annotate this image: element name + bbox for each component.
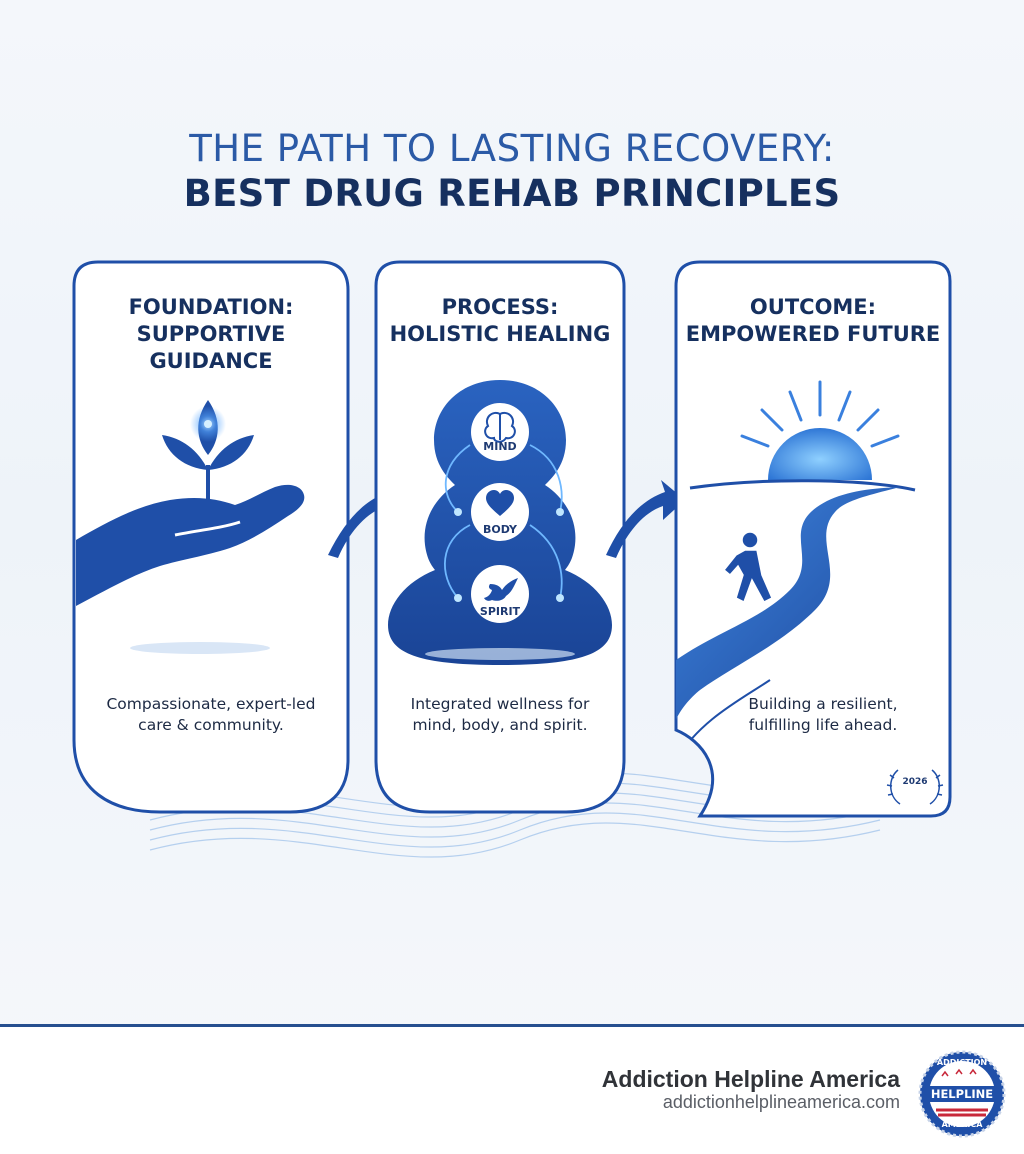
panel-1-heading-line-3: GUIDANCE: [149, 349, 273, 373]
hand-shadow: [130, 642, 270, 654]
hand-icon: [76, 484, 305, 606]
sun-icon: [768, 428, 872, 480]
panel-3-caption: Building a resilient, fulfilling life ah…: [700, 694, 946, 736]
panel-2-caption: Integrated wellness for mind, body, and …: [386, 694, 614, 736]
brand-url[interactable]: addictionhelplineamerica.com: [662, 1092, 900, 1112]
panel-1-heading: FOUNDATION: SUPPORTIVE GUIDANCE: [84, 294, 338, 375]
mind-label: MIND: [483, 440, 517, 453]
arrow-2-icon: [606, 480, 685, 558]
footer: [0, 1027, 1024, 1154]
brain-icon: [484, 412, 516, 443]
helpline-logo-icon: ADDICTION HELPLINE AMERICA: [918, 1050, 1006, 1142]
sprout-icon: [162, 400, 254, 505]
panel-3-heading-line-2: EMPOWERED FUTURE: [685, 322, 941, 346]
award-badge-year: 2026: [902, 777, 928, 787]
heart-icon: [486, 490, 514, 516]
panel-3-heading: OUTCOME: EMPOWERED FUTURE: [680, 294, 946, 348]
panel-2-heading: PROCESS: HOLISTIC HEALING: [386, 294, 614, 348]
walking-person-icon: [722, 531, 773, 604]
title-line-2: BEST DRUG REHAB PRINCIPLES: [183, 172, 841, 215]
spirit-label: SPIRIT: [479, 605, 521, 618]
horizon-line: [689, 479, 916, 492]
panel-3-caption-line-1: Building a resilient,: [748, 695, 898, 713]
panel-2-caption-line-2: mind, body, and spirit.: [412, 716, 588, 734]
panel-2-heading-line-1: PROCESS:: [441, 295, 559, 319]
stack-shadow: [425, 648, 575, 660]
title-line-1: THE PATH TO LASTING RECOVERY:: [189, 127, 835, 170]
panel-2-heading-line-2: HOLISTIC HEALING: [389, 322, 611, 346]
winding-road: [676, 487, 900, 720]
panel-1-heading-line-1: FOUNDATION:: [128, 295, 294, 319]
panel-foundation: [72, 260, 350, 814]
dove-icon: [484, 578, 518, 601]
recovery-path-diagram: [72, 260, 952, 858]
logo-main-text: HELPLINE: [930, 1087, 994, 1101]
panel-1-heading-line-2: SUPPORTIVE: [136, 322, 286, 346]
body-label: BODY: [482, 523, 518, 536]
logo-top-text: ADDICTION: [936, 1058, 988, 1067]
brand-name: Addiction Helpline America: [601, 1066, 900, 1092]
hand-finger-line: [174, 520, 241, 537]
panel-process: [374, 260, 626, 814]
panel-1-caption-line-1: Compassionate, expert-led: [106, 695, 316, 713]
sun-rays: [740, 380, 900, 448]
panel-1-caption-line-2: care & community.: [138, 716, 284, 734]
award-badge-icon: [886, 769, 944, 805]
logo-bottom-text: AMERICA: [941, 1120, 983, 1129]
panel-3-heading-line-1: OUTCOME:: [749, 295, 877, 319]
footer-divider: [0, 1024, 1024, 1027]
panel-outcome: [674, 260, 952, 818]
panel-3-caption-line-2: fulfilling life ahead.: [748, 716, 898, 734]
panel-2-caption-line-1: Integrated wellness for: [410, 695, 590, 713]
panel-1-caption: Compassionate, expert-led care & communi…: [84, 694, 338, 736]
